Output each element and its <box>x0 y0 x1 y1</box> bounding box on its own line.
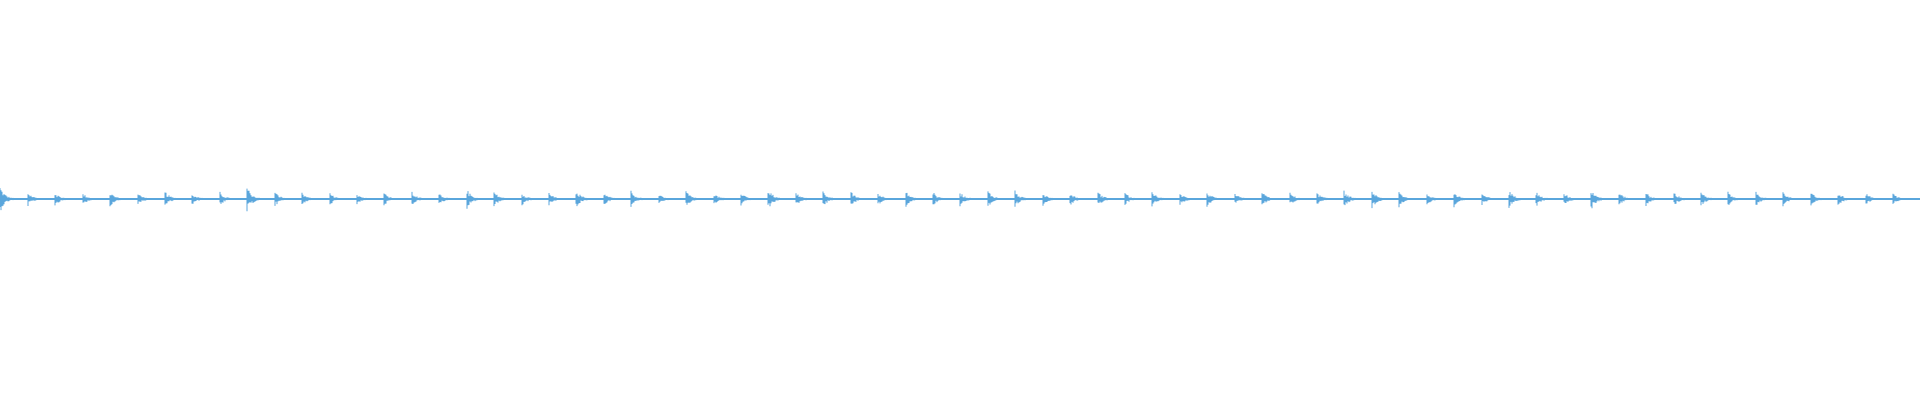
waveform-trace <box>0 188 1920 212</box>
